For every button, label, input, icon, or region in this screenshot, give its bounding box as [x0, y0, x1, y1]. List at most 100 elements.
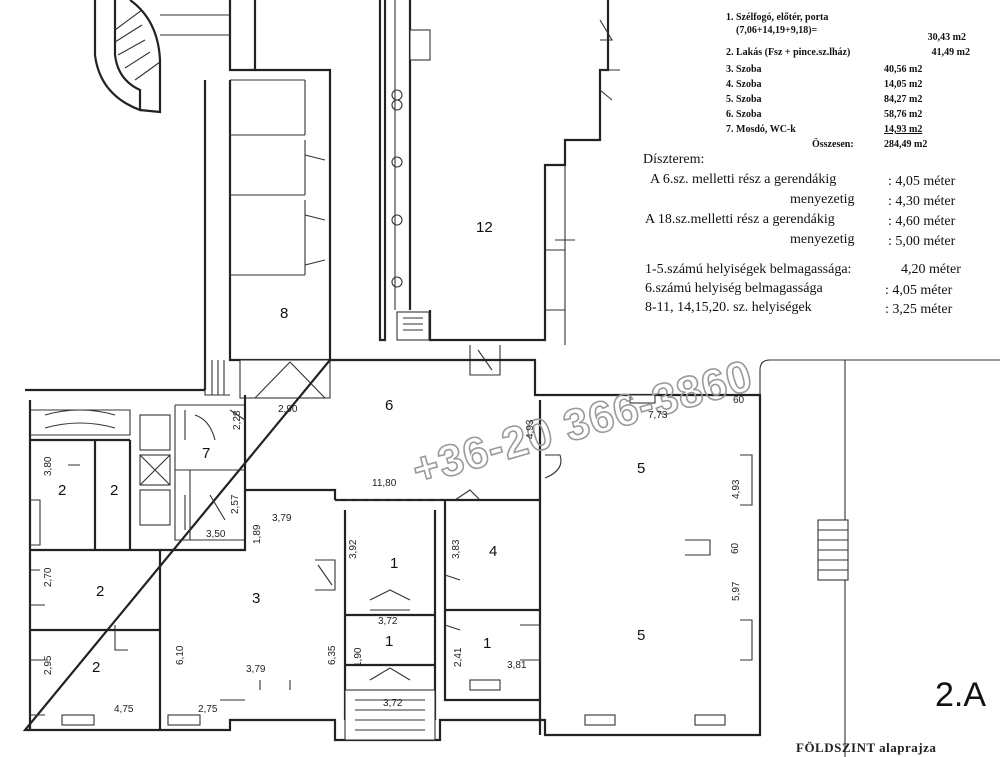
- area-row-5-value: 84,27 m2: [884, 94, 923, 105]
- room-number-5b: 5: [637, 627, 645, 644]
- ceiling-line-4-label: menyezetig: [790, 232, 855, 247]
- dim-635: 6,35: [327, 645, 338, 665]
- dim-379a: 3,79: [272, 513, 292, 524]
- area-row-5: 5. Szoba: [726, 94, 762, 105]
- area-table: 1. Szélfogó, előtér, porta (7,06+14,19+9…: [726, 12, 976, 152]
- dim-60b: 60: [730, 542, 741, 554]
- height-notes: 1-5.számú helyiségek belmagassága: 4,20 …: [645, 260, 990, 322]
- entrance-rooms: [343, 489, 541, 741]
- dim-270: 2,70: [43, 567, 54, 587]
- dim-372b: 3,72: [383, 698, 403, 709]
- area-row-4: 4. Szoba: [726, 79, 762, 90]
- room-number-5a: 5: [637, 460, 645, 477]
- room-number-1c: 1: [483, 635, 491, 652]
- room-number-2d: 2: [92, 659, 100, 676]
- height-line-3-value: : 3,25 méter: [885, 302, 953, 317]
- room-number-8: 8: [280, 305, 288, 322]
- dim-381: 3,81: [507, 660, 527, 671]
- room-number-2a: 2: [58, 482, 66, 499]
- area-row-label: Szoba: [736, 64, 762, 75]
- area-row-4-value: 14,05 m2: [884, 79, 923, 90]
- ceiling-notes: Díszterem: A 6.sz. melletti rész a geren…: [640, 150, 990, 250]
- area-row-no: 5.: [726, 94, 734, 105]
- height-line-3-label: 8-11, 14,15,20. sz. helyiségek: [645, 300, 812, 315]
- area-row-3-value: 40,56 m2: [884, 64, 923, 75]
- room-number-1b: 1: [385, 633, 393, 650]
- area-row-label: Szoba: [736, 79, 762, 90]
- dim-350: 3,50: [206, 529, 226, 540]
- dim-475: 4,75: [114, 704, 134, 715]
- area-row-2: 2. Lakás (Fsz + pince.sz.lház): [726, 47, 850, 58]
- area-row-no: 4.: [726, 79, 734, 90]
- dim-241: 2,41: [453, 647, 464, 667]
- height-line-2-label: 6.számú helyiség belmagassága: [645, 281, 823, 296]
- dim-379b: 3,79: [246, 664, 266, 675]
- ceiling-heading: Díszterem:: [643, 152, 705, 167]
- room-3-walls: [61, 490, 336, 726]
- area-row-3: 3. Szoba: [726, 64, 762, 75]
- area-row-no: 1.: [726, 12, 734, 23]
- room-number-4: 4: [489, 543, 497, 560]
- dim-290: 2,90: [278, 404, 298, 415]
- height-line-1-value: 4,20 méter: [901, 262, 961, 277]
- area-row-2-value: 41,49 m2: [931, 47, 970, 58]
- dim-189: 1,89: [252, 524, 263, 544]
- area-row-1-value: 30,43 m2: [927, 32, 966, 43]
- room-number-7: 7: [202, 445, 210, 462]
- area-row-label: Szélfogó, előtér, porta: [736, 12, 829, 23]
- height-line-1-label: 1-5.számú helyiségek belmagassága:: [645, 262, 852, 277]
- room-number-6: 6: [385, 397, 393, 414]
- area-row-no: 7.: [726, 124, 734, 135]
- room-number-2c: 2: [96, 583, 104, 600]
- dim-392: 3,92: [348, 539, 359, 559]
- dim-493a: 4,93: [525, 419, 536, 439]
- ceiling-line-3-value: : 4,60 méter: [888, 214, 956, 229]
- room-5-walls: [544, 394, 753, 726]
- dim-610: 6,10: [175, 645, 186, 665]
- area-row-6-value: 58,76 m2: [884, 109, 923, 120]
- ceiling-line-2-value: : 4,30 méter: [888, 194, 956, 209]
- spiral-staircase: [93, 0, 257, 114]
- room-number-3: 3: [252, 590, 260, 607]
- area-row-6: 6. Szoba: [726, 109, 762, 120]
- dim-773: 7,73: [648, 410, 668, 421]
- ceiling-line-4-value: : 5,00 méter: [888, 234, 956, 249]
- room-12-walls: [378, 0, 620, 376]
- area-row-label: Lakás (Fsz + pince.sz.lház): [736, 47, 851, 58]
- watermark-text: +36-20 366-3860: [407, 351, 758, 495]
- area-row-label: Mosdó, WC-k: [736, 124, 796, 135]
- dim-257: 2,57: [230, 494, 241, 514]
- room-8-block: [203, 68, 332, 399]
- area-row-label: Szoba: [736, 109, 762, 120]
- area-row-no: 2.: [726, 47, 734, 58]
- plan-title: FÖLDSZINT alaprajza: [796, 740, 937, 755]
- area-row-1b: (7,06+14,19+9,18)=: [736, 25, 817, 36]
- ceiling-line-3-label: A 18.sz.melletti rész a gerendákig: [645, 212, 835, 227]
- height-line-2-value: : 4,05 méter: [885, 283, 953, 298]
- dim-295: 2,95: [43, 655, 54, 675]
- dim-275: 2,75: [198, 704, 218, 715]
- room-number-2b: 2: [110, 482, 118, 499]
- ceiling-line-2-label: menyezetig: [790, 192, 855, 207]
- area-row-no: 6.: [726, 109, 734, 120]
- area-row-label: Szoba: [736, 94, 762, 105]
- area-row-7-value: 14,93 m2: [884, 124, 923, 135]
- left-wing: [28, 400, 246, 730]
- room-number-12: 12: [476, 219, 493, 236]
- area-total-label: Összesen:: [812, 139, 854, 150]
- dim-493b: 4,93: [731, 479, 742, 499]
- dim-597: 5,97: [731, 581, 742, 601]
- dim-60a: 60: [733, 395, 745, 406]
- dim-372a: 3,72: [378, 616, 398, 627]
- room-number-1a: 1: [390, 555, 398, 572]
- dim-228: 2,28: [232, 410, 243, 430]
- dim-383: 3,83: [451, 539, 462, 559]
- dim-380: 3,80: [43, 456, 54, 476]
- dim-190: 1,90: [353, 647, 364, 667]
- dim-1180: 11,80: [372, 478, 397, 489]
- area-row-7: 7. Mosdó, WC-k: [726, 124, 796, 135]
- area-row-label: (7,06+14,19+9,18)=: [736, 25, 818, 36]
- main-walls: [22, 358, 1000, 757]
- ceiling-line-1-label: A 6.sz. melletti rész a gerendákig: [650, 172, 837, 187]
